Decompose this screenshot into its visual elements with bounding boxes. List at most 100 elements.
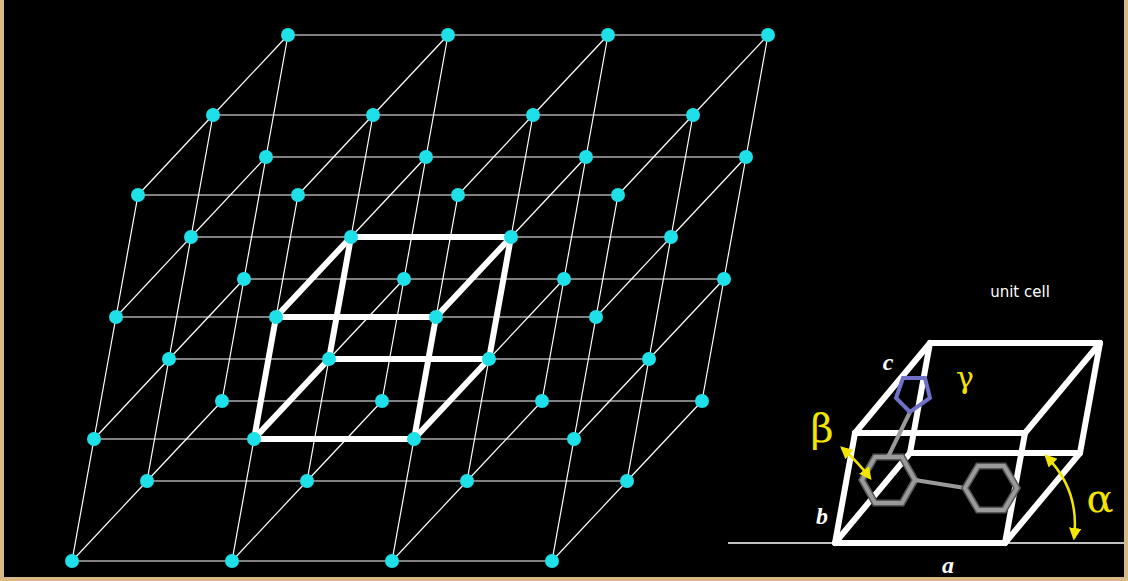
lattice-point (664, 230, 678, 244)
lattice-line (671, 115, 693, 237)
lattice-point (482, 352, 496, 366)
lattice-line (564, 157, 586, 279)
lattice-line (138, 115, 213, 195)
lattice-line (552, 439, 574, 561)
lattice-line (542, 279, 564, 401)
unit-cell-edge (489, 237, 511, 359)
lattice-line (373, 35, 448, 115)
angle-label: γ (956, 363, 974, 393)
lattice-line (586, 35, 608, 157)
lattice-point (545, 554, 559, 568)
lattice-line (392, 560, 552, 561)
lattice-line (533, 35, 608, 115)
lattice-line (351, 157, 426, 237)
lattice-point (215, 394, 229, 408)
molecule (728, 343, 1124, 543)
lattice-line (116, 237, 191, 317)
unit-cell-edge (351, 234, 511, 240)
lattice-line (511, 157, 586, 237)
lattice-line (288, 34, 448, 35)
lattice-point (460, 474, 474, 488)
lattice-point (385, 554, 399, 568)
black-ground (4, 0, 1124, 577)
lattice-line (116, 316, 276, 317)
lattice-line (511, 115, 533, 237)
lattice-line (232, 481, 307, 561)
lattice-line (627, 359, 649, 481)
lattice-line (307, 480, 467, 481)
lattice-line (169, 279, 244, 359)
lattice-point (567, 432, 581, 446)
lattice-line (618, 115, 693, 195)
lattice-point (206, 108, 220, 122)
lattice-line (404, 278, 564, 279)
lattice-point (451, 188, 465, 202)
lattice-point (366, 108, 380, 122)
axis-label: b (816, 504, 828, 528)
lattice-line (746, 35, 768, 157)
caption-label: unit cell (990, 285, 1050, 300)
lattice-point (344, 230, 358, 244)
lattice-point (717, 272, 731, 286)
lattice-line (373, 114, 533, 115)
lattice-line (94, 438, 254, 439)
unit-cell-edge (276, 314, 436, 320)
lattice-line (147, 401, 222, 481)
lattice-line (693, 35, 768, 115)
lattice-line (392, 439, 414, 561)
unit-cell-edge (910, 450, 1080, 456)
lattice-line (351, 115, 373, 237)
lattice-line (298, 194, 458, 195)
lattice-line (426, 35, 448, 157)
lattice-line (382, 279, 404, 401)
lattice-line (276, 316, 436, 317)
lattice-line (191, 157, 266, 237)
lattice-line (94, 317, 116, 439)
lattice-line (147, 480, 307, 481)
benzene-ring (965, 466, 1017, 510)
lattice-point (526, 108, 540, 122)
lattice-line (94, 359, 169, 439)
lattice-line (351, 236, 511, 237)
lattice-point (259, 150, 273, 164)
unit-cell-edge (254, 436, 414, 442)
lattice-point (739, 150, 753, 164)
unit-cell-edge (414, 317, 436, 439)
lattice-line (533, 114, 693, 115)
unit-cell-edge (855, 430, 1025, 436)
lattice-line (222, 400, 382, 401)
benzene-ring (862, 457, 915, 503)
lattice-point (620, 474, 634, 488)
lattice-point (247, 432, 261, 446)
lattice-line (448, 34, 608, 35)
lattice-line (254, 438, 414, 439)
lattice-line (458, 115, 533, 195)
lattice-point (281, 28, 295, 42)
lattice-line (266, 35, 288, 157)
lattice-line (586, 156, 746, 157)
lattice-point (109, 310, 123, 324)
angle-label: β (810, 408, 833, 448)
lattice-point (761, 28, 775, 42)
lattice-point (504, 230, 518, 244)
lattice-line (608, 34, 768, 35)
lattice-line (436, 316, 596, 317)
benzene-ring (862, 457, 915, 503)
lattice-point (140, 474, 154, 488)
lattice-line (169, 358, 329, 359)
lattice-line (329, 358, 489, 359)
lattice-point (695, 394, 709, 408)
axis-label: c (883, 350, 894, 374)
lattice-point (184, 230, 198, 244)
lattice-line (596, 195, 618, 317)
lattice-line (147, 359, 169, 481)
lattice-point (375, 394, 389, 408)
lattice-line (213, 35, 288, 115)
lattice-line (392, 481, 467, 561)
lattice-line (564, 278, 724, 279)
angle-arrow (1046, 456, 1075, 538)
lattice-point (87, 432, 101, 446)
lattice-point (589, 310, 603, 324)
lattice-line (649, 279, 724, 359)
